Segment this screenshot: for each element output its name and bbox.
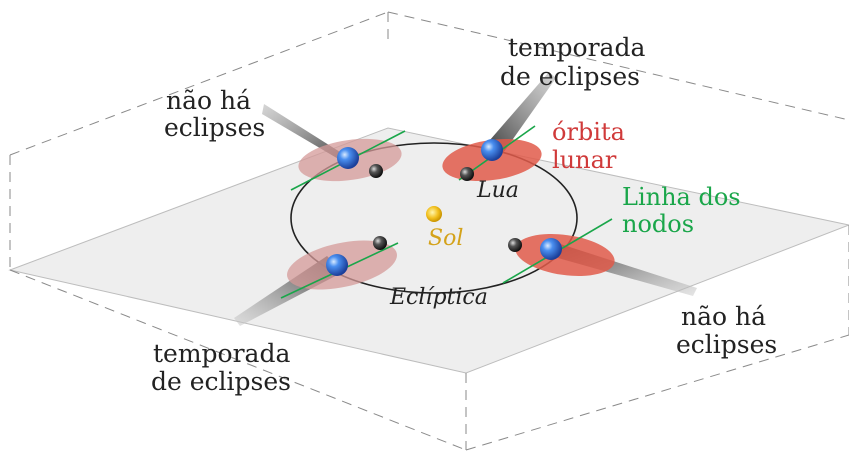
label-lua: Lua (477, 178, 519, 203)
label-nao-ha-top-line1: não há (166, 86, 252, 115)
label-temporada-bottom-line2: de eclipses (151, 367, 291, 396)
moon-top-left (369, 164, 383, 178)
moon-bottom-right (508, 238, 522, 252)
label-nao-ha-bottom-line1: não há (681, 302, 767, 331)
label-temporada-top-line1: temporada (508, 33, 646, 62)
label-linha-nodos-line1: Linha dos (622, 183, 741, 211)
label-nao-ha-top-line2: eclipses (164, 113, 266, 142)
ecliptic-plane (8, 127, 849, 374)
label-ecliptica: Eclíptica (390, 285, 488, 310)
label-temporada-bottom-line1: temporada (153, 339, 291, 368)
dashed-box-back (9, 11, 849, 270)
moon-top-right (460, 167, 474, 181)
lunar-orbit-bottom-right (515, 234, 615, 276)
sun (426, 206, 442, 222)
earth-bottom-right (540, 238, 562, 260)
shadow-cone-top-right (483, 72, 556, 156)
dashed-box-front (9, 225, 849, 451)
earth-bottom-left (326, 254, 348, 276)
earth-top-left (337, 147, 359, 169)
earth-top-right (481, 139, 503, 161)
label-sol: Sol (428, 226, 464, 251)
ecliptic-orbit (290, 142, 578, 294)
label-orbita-lunar-line1: órbita (552, 118, 625, 146)
label-nao-ha-bottom-line2: eclipses (676, 330, 778, 359)
moon-bottom-left (373, 236, 387, 250)
label-linha-nodos-line2: nodos (622, 210, 695, 238)
label-temporada-top-line2: de eclipses (500, 62, 640, 91)
label-orbita-lunar-line2: lunar (552, 146, 617, 174)
